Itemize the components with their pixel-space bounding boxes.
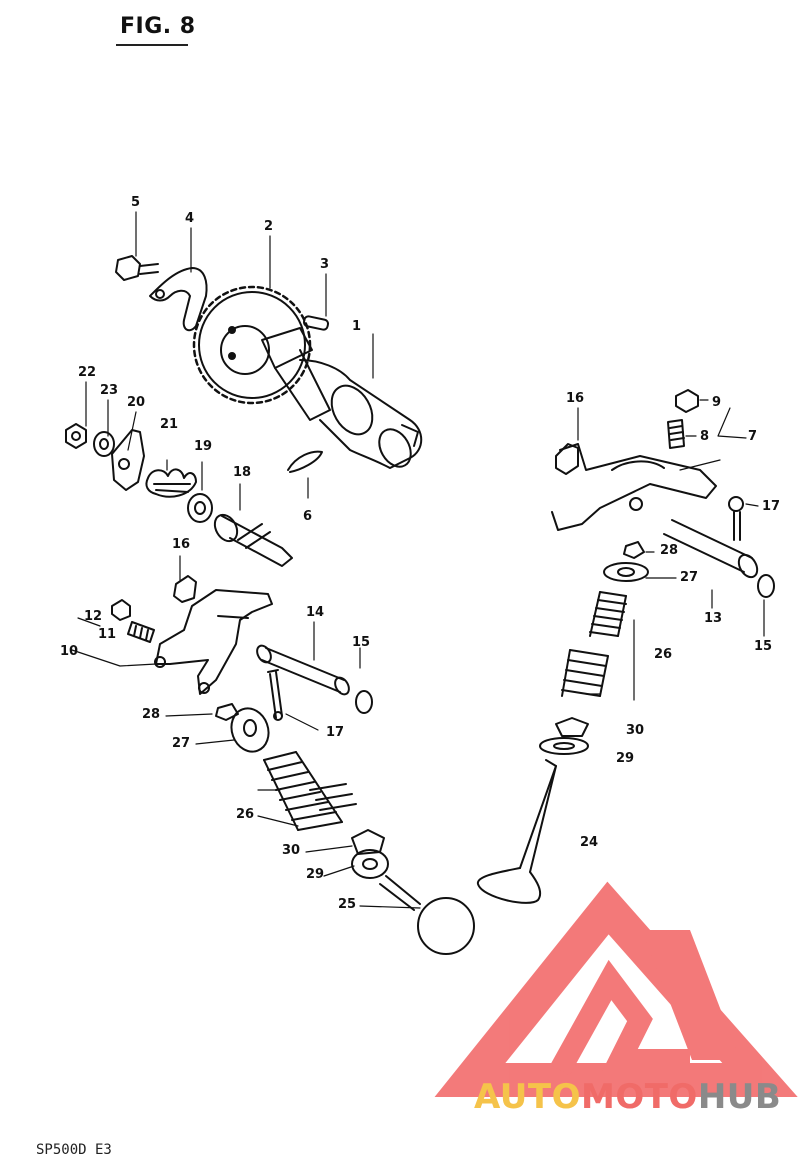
retainer-27-left (230, 707, 270, 753)
callout-21: 21 (160, 417, 179, 432)
callout-20: 20 (127, 395, 146, 410)
watermark-auto: AUTO (474, 1077, 581, 1117)
callout-28-right: 28 (660, 543, 679, 558)
callout-30-left: 30 (282, 843, 301, 858)
adjuster-screw-8 (667, 419, 685, 449)
callout-1: 1 (352, 319, 362, 334)
seal-29-left (351, 849, 389, 879)
spring-26-right-inner (589, 591, 627, 637)
callout-7: 7 (748, 429, 758, 444)
cam-sprocket (192, 285, 312, 405)
callout-17-left: 17 (326, 725, 345, 740)
callout-30-right: 30 (626, 723, 645, 738)
callout-6: 6 (303, 509, 313, 524)
valve-24 (477, 759, 557, 904)
sprocket-bolt (115, 255, 159, 281)
cap-28-right (623, 541, 645, 559)
callout-29-right: 29 (616, 751, 635, 766)
callout-5: 5 (131, 195, 141, 210)
plate-20 (111, 429, 145, 491)
callout-17-right: 17 (762, 499, 781, 514)
callout-4: 4 (185, 211, 195, 226)
adjuster-nut-12 (111, 599, 131, 621)
oring-15-right (757, 574, 775, 598)
cap-28-left (215, 703, 239, 721)
callout-25: 25 (338, 897, 357, 912)
callout-29-left: 29 (306, 867, 325, 882)
leader-lines (71, 211, 765, 909)
callout-8: 8 (700, 429, 710, 444)
callout-22: 22 (78, 365, 97, 380)
spring-26-right-outer (561, 649, 609, 697)
figure-title: FIG. 8 (120, 14, 196, 39)
watermark-moto: MOTO (580, 1077, 698, 1117)
rocker-arm-right (551, 443, 717, 531)
callout-15-right: 15 (754, 639, 773, 654)
callout-28-left: 28 (142, 707, 161, 722)
retainer-27-right (603, 562, 649, 582)
callout-26-right: 26 (654, 647, 673, 662)
rocker-cap-16-right (555, 443, 579, 475)
washer-23 (93, 431, 115, 457)
callout-16-left: 16 (172, 537, 191, 552)
callout-24: 24 (580, 835, 599, 850)
adjuster-nut-9 (675, 389, 699, 413)
seal-29-right (539, 737, 589, 755)
callout-15-left: 15 (352, 635, 371, 650)
dowel-pin (302, 315, 330, 331)
callout-13: 13 (704, 611, 723, 626)
callout-26-left: 26 (236, 807, 255, 822)
callout-27-left: 27 (172, 736, 191, 751)
spring-26-left (263, 751, 357, 831)
bolt-17-left (267, 669, 283, 721)
seat-30-right (555, 717, 589, 737)
camshaft (261, 327, 423, 469)
watermark-emblem (434, 881, 798, 1097)
adjuster-screw-11 (127, 621, 155, 643)
callout-27-right: 27 (680, 570, 699, 585)
washer-19 (187, 493, 213, 523)
shaft-14 (256, 644, 350, 696)
footer-code: SP500D E3 (36, 1142, 112, 1158)
oring-15-left (355, 690, 373, 714)
callout-18: 18 (233, 465, 252, 480)
rocker-cap-16-left (173, 575, 197, 603)
callout-19: 19 (194, 439, 213, 454)
callout-10: 10 (60, 644, 79, 659)
callout-3: 3 (320, 257, 330, 272)
callout-23: 23 (100, 383, 119, 398)
nut-22 (65, 423, 87, 449)
sprocket-bracket (149, 267, 208, 332)
callout-2: 2 (264, 219, 274, 234)
seat-30-left (351, 829, 385, 855)
callout-11: 11 (98, 627, 117, 642)
spring-21 (145, 468, 197, 498)
callout-12: 12 (84, 609, 103, 624)
callout-16-right: 16 (566, 391, 585, 406)
title-underline (116, 44, 188, 46)
camshaft-clip (287, 450, 323, 473)
rocker-arm-left (154, 589, 273, 695)
rocker-shaft-18 (213, 513, 293, 567)
valve-25 (379, 875, 475, 955)
watermark-text: AUTOMOTOHUB (474, 1080, 781, 1114)
bolt-17-right (728, 496, 744, 541)
callout-14: 14 (306, 605, 325, 620)
callout-9: 9 (712, 395, 722, 410)
shaft-13 (663, 519, 759, 579)
watermark-hub: HUB (697, 1077, 782, 1117)
